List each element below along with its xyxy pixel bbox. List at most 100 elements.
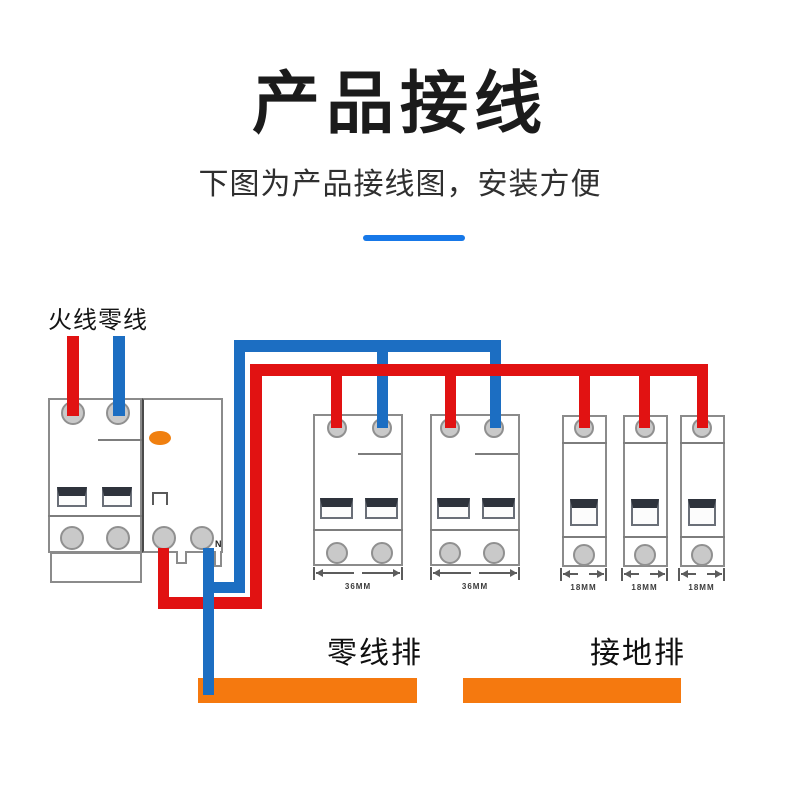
branch2-divider-line (430, 529, 520, 531)
neutral-bar-label: 零线排 (327, 637, 423, 670)
single3-toggle[interactable] (688, 499, 716, 526)
branch1-toggle-left[interactable] (320, 498, 353, 519)
main-toggle-left[interactable] (57, 487, 87, 507)
branch2-face-line (475, 453, 518, 455)
dim3-arrow-right (597, 570, 604, 578)
single1-size-label: 18MM (570, 583, 597, 592)
single2-face-line (623, 442, 668, 444)
branch1-face-line (358, 453, 401, 455)
main-breaker-divider-line (48, 515, 142, 517)
single2-size-label: 18MM (631, 583, 658, 592)
branch-breaker-2-body (430, 414, 520, 566)
branch1-toggle-right[interactable] (365, 498, 398, 519)
single1-terminal-bottom (573, 544, 595, 566)
dim5-tick-right (723, 568, 725, 581)
single3-divider-line (680, 536, 725, 538)
dim3-line-a (563, 573, 578, 575)
page-subtitle: 下图为产品接线图，安装方便 (198, 168, 602, 201)
single3-terminal-bottom (691, 544, 713, 566)
single-breaker-3-body (680, 415, 725, 567)
single3-size-label: 18MM (688, 583, 715, 592)
dim4-line-a (624, 573, 639, 575)
power-indicator-led (149, 431, 171, 445)
live-drop-branch2 (445, 372, 456, 428)
dim1-arrow-right (393, 569, 400, 577)
branch2-toggle-right[interactable] (482, 498, 515, 519)
neutral-drop-branch1 (377, 352, 388, 428)
dim5-tick-left (678, 568, 680, 581)
branch1-divider-line (313, 529, 403, 531)
main-terminal-bottom-1 (60, 526, 84, 550)
din-clip-tab-1 (176, 551, 187, 564)
single1-divider-line (562, 536, 607, 538)
single-breaker-1-body (562, 415, 607, 567)
live-wire-label: 火线 (48, 307, 98, 334)
single2-toggle[interactable] (631, 499, 659, 526)
dim2-arrow-left (433, 569, 440, 577)
single-breaker-2-body (623, 415, 668, 567)
main-terminal-bottom-out-live (152, 526, 176, 550)
live-drop-single1 (579, 372, 590, 428)
single3-face-line (680, 442, 725, 444)
live-wire-riser (250, 364, 262, 609)
neutral-terminal-label: N (215, 539, 222, 549)
live-drop-single2 (639, 372, 650, 428)
main-terminal-bottom-2 (106, 526, 130, 550)
dim1-line-a (316, 572, 354, 574)
dim2-arrow-right (510, 569, 517, 577)
single1-toggle[interactable] (570, 499, 598, 526)
accent-divider (363, 235, 465, 241)
dim4-tick-right (666, 568, 668, 581)
dim3-tick-right (605, 568, 607, 581)
dim1-tick-right (401, 567, 403, 580)
dim4-tick-left (621, 568, 623, 581)
neutral-drop-branch2 (490, 352, 501, 428)
main-breaker-leakage-module (142, 398, 223, 553)
test-button-symbol (152, 492, 168, 505)
dim1-line-b (362, 572, 400, 574)
neutral-wire-riser (234, 346, 245, 593)
branch1-size-label: 36MM (344, 582, 372, 591)
dim2-tick-left (430, 567, 432, 580)
branch-breaker-1-body (313, 414, 403, 566)
dim3-arrow-left (563, 570, 570, 578)
branch1-terminal-bottom-2 (371, 542, 393, 564)
page-title: 产品接线 (251, 66, 548, 142)
branch2-size-label: 36MM (461, 582, 489, 591)
main-breaker-body (48, 398, 142, 553)
dim2-line-a (433, 572, 471, 574)
live-drop-branch1 (331, 372, 342, 428)
single2-terminal-bottom (634, 544, 656, 566)
live-wire-input (67, 336, 79, 416)
single2-divider-line (623, 536, 668, 538)
neutral-wire-to-neutral-bar (203, 548, 214, 695)
main-breaker-lower-extension (50, 552, 142, 583)
branch2-toggle-left[interactable] (437, 498, 470, 519)
dim4-arrow-right (658, 570, 665, 578)
branch2-terminal-bottom-1 (439, 542, 461, 564)
neutral-wire-label: 零线 (98, 307, 148, 334)
ground-bar-label: 接地排 (590, 637, 686, 670)
dim5-line-a (681, 573, 696, 575)
live-drop-single3 (697, 372, 708, 428)
dim3-tick-left (560, 568, 562, 581)
live-wire-main-out-down (158, 548, 169, 609)
din-clip-tab-2 (214, 551, 222, 567)
ground-bar (463, 678, 681, 703)
main-terminal-bottom-out-neutral (190, 526, 214, 550)
dim2-line-b (479, 572, 517, 574)
main-toggle-right[interactable] (102, 487, 132, 507)
single1-face-line (562, 442, 607, 444)
dim4-line-b (650, 573, 665, 575)
dim1-tick-left (313, 567, 315, 580)
neutral-bar (198, 678, 417, 703)
dim5-arrow-right (715, 570, 722, 578)
live-wire-bus (250, 364, 708, 376)
neutral-wire-bus (234, 340, 501, 352)
dim3-line-b (589, 573, 604, 575)
dim5-arrow-left (681, 570, 688, 578)
dim4-arrow-left (624, 570, 631, 578)
neutral-wire-input (113, 336, 125, 416)
branch2-terminal-bottom-2 (483, 542, 505, 564)
